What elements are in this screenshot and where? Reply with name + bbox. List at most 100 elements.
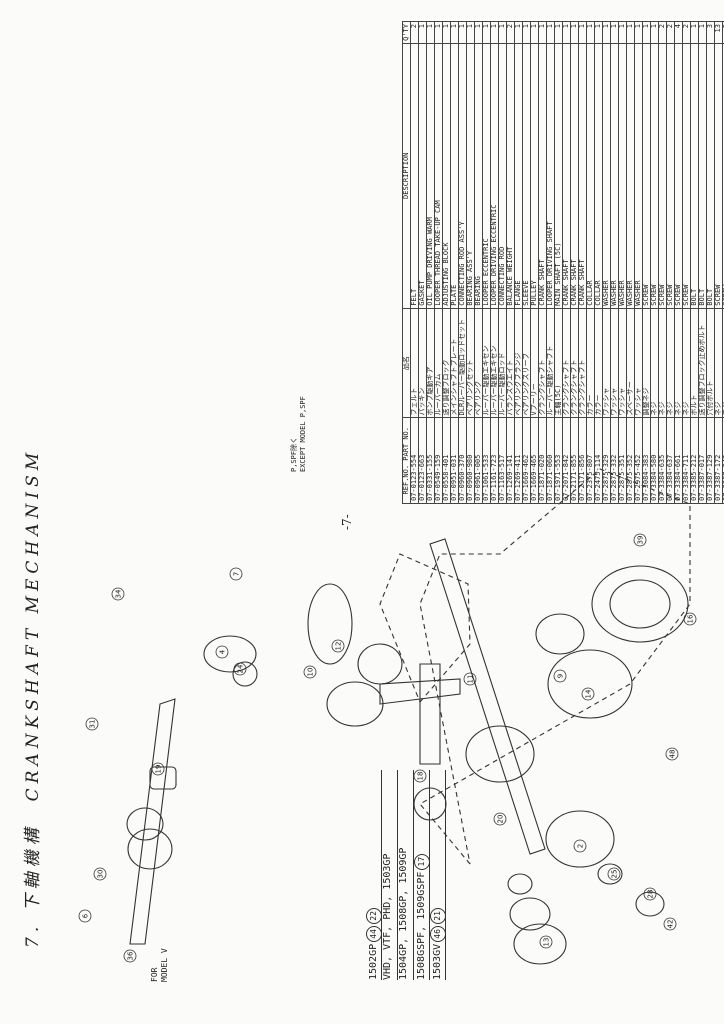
cell-part-no: 07-3384-635: [658, 417, 667, 504]
cell-qty: 1: [554, 21, 563, 44]
callout-label: 31: [89, 720, 97, 729]
cell-part-no: 07-3387-017: [698, 417, 707, 504]
col-header-name: 品名: [402, 308, 411, 418]
cell-qty: 1: [690, 21, 699, 44]
callout-label: 20: [497, 815, 505, 824]
callout-label: 25: [611, 870, 619, 879]
cell-name-jp: ボルト: [690, 308, 699, 418]
collar-24: [232, 661, 258, 687]
cell-description: SCREW: [642, 43, 651, 309]
cell-description: CONNECTING ROD ASS'Y: [458, 43, 467, 309]
cell-name-jp: ルーパー駆動エキセン: [490, 308, 499, 418]
callout-label: 14: [585, 689, 593, 698]
model-legend-row: VHD, VTF, PHD, 1503GP: [382, 770, 398, 980]
cell-qty: 1: [546, 21, 555, 44]
cell-part-no: 07-1269-411: [514, 417, 523, 504]
housing-4: [203, 635, 257, 673]
cell-description: CRANK SHAFT: [538, 43, 547, 309]
callout-label: 34: [115, 589, 123, 598]
cell-qty: 1: [434, 21, 443, 44]
cell-part-no: 07-1061-533: [482, 417, 491, 504]
callout-label: 39: [637, 536, 645, 545]
cell-description: FELT: [410, 43, 419, 309]
cell-qty: 4: [674, 21, 683, 44]
cell-qty: 1: [650, 21, 659, 44]
cell-description: GASKET: [418, 43, 427, 309]
cell-qty: 1: [482, 21, 491, 44]
cell-description: COLLAR: [594, 43, 603, 309]
shaft-18: [419, 663, 441, 765]
cell-part-no: 07-1269-141: [506, 417, 515, 504]
cell-name-jp: 穴付ボルト: [706, 308, 715, 418]
cell-name-jp: 主軸(5C): [554, 308, 563, 418]
housing-13: [513, 923, 567, 965]
cell-part-no: 07-3387-172: [714, 417, 723, 504]
callout-label: 4: [219, 649, 227, 654]
cell-part-no: 07-2875-332: [610, 417, 619, 504]
cell-name-jp: ネジ: [666, 308, 675, 418]
cell-description: WASHER: [634, 43, 643, 309]
callout-label: 2: [577, 844, 585, 848]
cell-description: SLEEVE: [522, 43, 531, 309]
eccentric-13b: [357, 643, 403, 685]
cell-name-jp: ワッシャ: [602, 308, 611, 418]
crankshaft-20: [429, 538, 546, 855]
cell-qty: 1: [562, 21, 571, 44]
cell-name-jp: メインシャフトプレート: [450, 308, 459, 418]
bushing-1b: [126, 807, 164, 841]
cell-description: WASHER: [626, 43, 635, 309]
cell-part-no: 07-3387-129: [706, 417, 715, 504]
cell-name-jp: クランクシャフト: [570, 308, 579, 418]
cell-part-no: 07-2875-329: [602, 417, 611, 504]
crank-weight: [465, 725, 535, 783]
collar-23: [413, 787, 447, 821]
cell-part-no: 07-0961-005: [474, 417, 483, 504]
callout-label: 11: [467, 675, 475, 684]
cell-description: ADJUSTING BLOCK: [442, 43, 451, 309]
cell-part-no: 07-3384-711: [682, 417, 691, 504]
cell-name-jp: ポンプ駆動ギア: [426, 308, 435, 418]
cell-part-no: 07-0951-031: [450, 417, 459, 504]
cell-name-jp: ルーパー駆動シャフト: [546, 308, 555, 418]
callout-label: 9: [557, 674, 565, 678]
rod-7: [307, 583, 353, 665]
cell-part-no: 07-1163-517: [498, 417, 507, 504]
cell-name-jp: ネジ: [682, 308, 691, 418]
bushing-1: [127, 828, 173, 870]
cell-part-no: 07-1871-020: [538, 417, 547, 504]
cell-description: SCREW: [682, 43, 691, 309]
cell-name-jp: Vプーリー: [530, 308, 539, 418]
cell-qty: 1: [474, 21, 483, 44]
callout-label: 18: [417, 772, 425, 781]
cell-qty: 1: [602, 21, 611, 44]
eccentric-10: [326, 681, 384, 727]
washer-28: [635, 891, 665, 917]
cell-qty: 1: [570, 21, 579, 44]
cell-description: BEARING: [474, 43, 483, 309]
cell-part-no: 07-0960-980: [466, 417, 475, 504]
cell-qty: 1: [594, 21, 603, 44]
cell-name-jp: ルーパー駆動ロッド: [498, 308, 507, 418]
callout-label: 7: [233, 572, 241, 576]
cell-part-no: 07-2475-114: [594, 417, 603, 504]
cell-qty: 2: [682, 21, 691, 44]
cell-description: BEARING ASS'Y: [466, 43, 475, 309]
callout-label: 6: [82, 913, 90, 918]
cell-name-jp: 送り調整ブロック: [442, 308, 451, 418]
